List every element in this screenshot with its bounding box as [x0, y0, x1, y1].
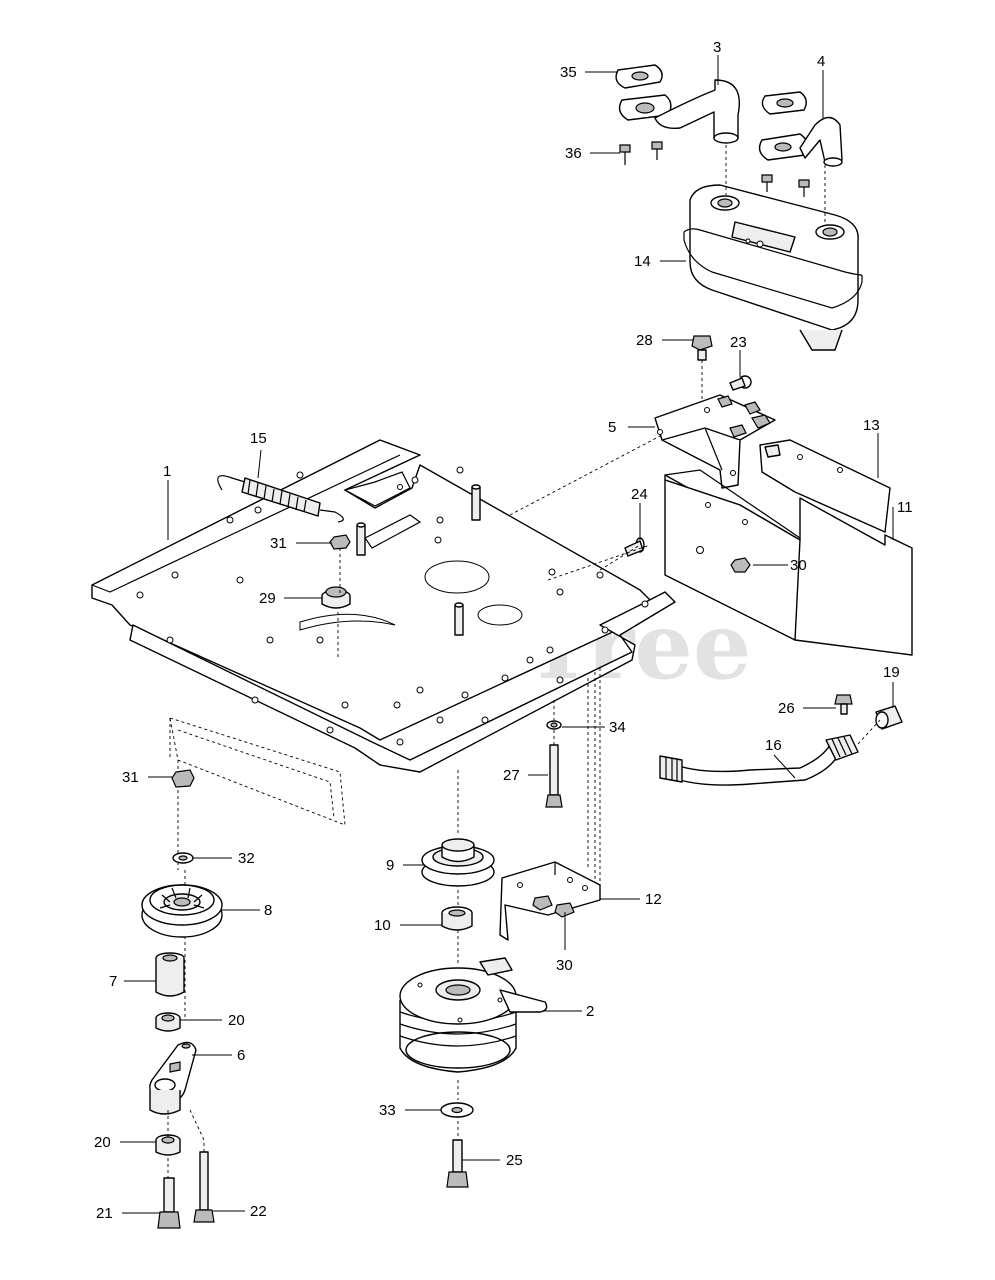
- callout-1: 1: [163, 463, 171, 480]
- leader-lines: [120, 55, 894, 1214]
- callout-30-lower: 30: [556, 957, 573, 974]
- part-32-washer: [172, 852, 194, 864]
- part-31-nut-top: [329, 534, 351, 550]
- callout-15: 15: [250, 430, 267, 447]
- callout-32: 32: [238, 850, 255, 867]
- callout-31-lower: 31: [122, 769, 139, 786]
- part-23-bolt: [729, 375, 752, 391]
- callout-5: 5: [608, 419, 616, 436]
- callout-11: 11: [897, 499, 913, 516]
- callout-23: 23: [730, 334, 747, 351]
- part-3-exhaust-pipe: [618, 79, 740, 144]
- callout-22: 22: [250, 1203, 267, 1220]
- part-22-bolt: [193, 1151, 215, 1223]
- callout-24: 24: [631, 486, 648, 503]
- callout-28: 28: [636, 332, 653, 349]
- part-10-bushing: [441, 906, 473, 931]
- callout-19: 19: [883, 664, 900, 681]
- callout-27: 27: [503, 767, 520, 784]
- part-9-pulley: [421, 838, 495, 887]
- callout-2: 2: [586, 1003, 594, 1020]
- part-29-bushing: [321, 586, 351, 609]
- part-15-spring: [217, 475, 344, 523]
- part-36-screws: [619, 141, 810, 197]
- callout-30-upper: 30: [790, 557, 807, 574]
- part-33-washer: [440, 1102, 474, 1118]
- part-28-bolt: [691, 335, 713, 361]
- callout-34: 34: [609, 719, 626, 736]
- part-13-heat-shield: [759, 439, 891, 533]
- callout-12: 12: [645, 891, 662, 908]
- callout-14: 14: [634, 253, 651, 270]
- part-26-screw: [834, 694, 853, 715]
- callout-36: 36: [565, 145, 582, 162]
- part-14-muffler: [683, 184, 863, 351]
- callout-6: 6: [237, 1047, 245, 1064]
- callout-8: 8: [264, 902, 272, 919]
- part-2-electric-clutch: [399, 957, 548, 1073]
- callout-31-upper: 31: [270, 535, 287, 552]
- part-35-gasket: [615, 64, 663, 89]
- part-4-exhaust-pipe: [758, 91, 843, 167]
- callout-labels: 3 4 35 36 14 28 23 5 13 11 24 30 15 1 31…: [94, 39, 913, 1222]
- part-19-fitting: [875, 705, 903, 730]
- callout-16: 16: [765, 737, 782, 754]
- callout-35: 35: [560, 64, 577, 81]
- part-7-spacer: [155, 952, 185, 997]
- part-27-bolt: [545, 744, 563, 808]
- part-21-bolt: [157, 1177, 181, 1229]
- callout-10: 10: [374, 917, 391, 934]
- part-5-bracket: [654, 394, 776, 489]
- part-34-washer: [546, 720, 562, 730]
- part-11-deflector: [664, 469, 913, 656]
- part-1-mounting-plate: [91, 439, 676, 773]
- callout-13: 13: [863, 417, 880, 434]
- callout-3: 3: [713, 39, 721, 56]
- callout-25: 25: [506, 1152, 523, 1169]
- part-20-bushing-upper: [155, 1012, 181, 1032]
- callout-33: 33: [379, 1102, 396, 1119]
- part-25-bolt: [446, 1139, 469, 1188]
- callout-26: 26: [778, 700, 795, 717]
- part-30-nut-upper: [730, 557, 751, 573]
- part-12-bracket: [499, 861, 601, 941]
- part-24-bolt: [624, 537, 645, 557]
- callout-29: 29: [259, 590, 276, 607]
- part-6-idler-arm: [149, 1041, 197, 1115]
- part-8-idler-pulley: [141, 884, 223, 938]
- part-16-fuel-line: [659, 734, 859, 786]
- callout-9: 9: [386, 857, 394, 874]
- callout-7: 7: [109, 973, 117, 990]
- plate-holes: [136, 466, 649, 746]
- callout-20-upper: 20: [228, 1012, 245, 1029]
- callout-4: 4: [817, 53, 825, 70]
- callout-21: 21: [96, 1205, 113, 1222]
- part-20-bushing-lower: [155, 1134, 181, 1156]
- part-31-nut-lower: [171, 769, 195, 788]
- callout-20-lower: 20: [94, 1134, 111, 1151]
